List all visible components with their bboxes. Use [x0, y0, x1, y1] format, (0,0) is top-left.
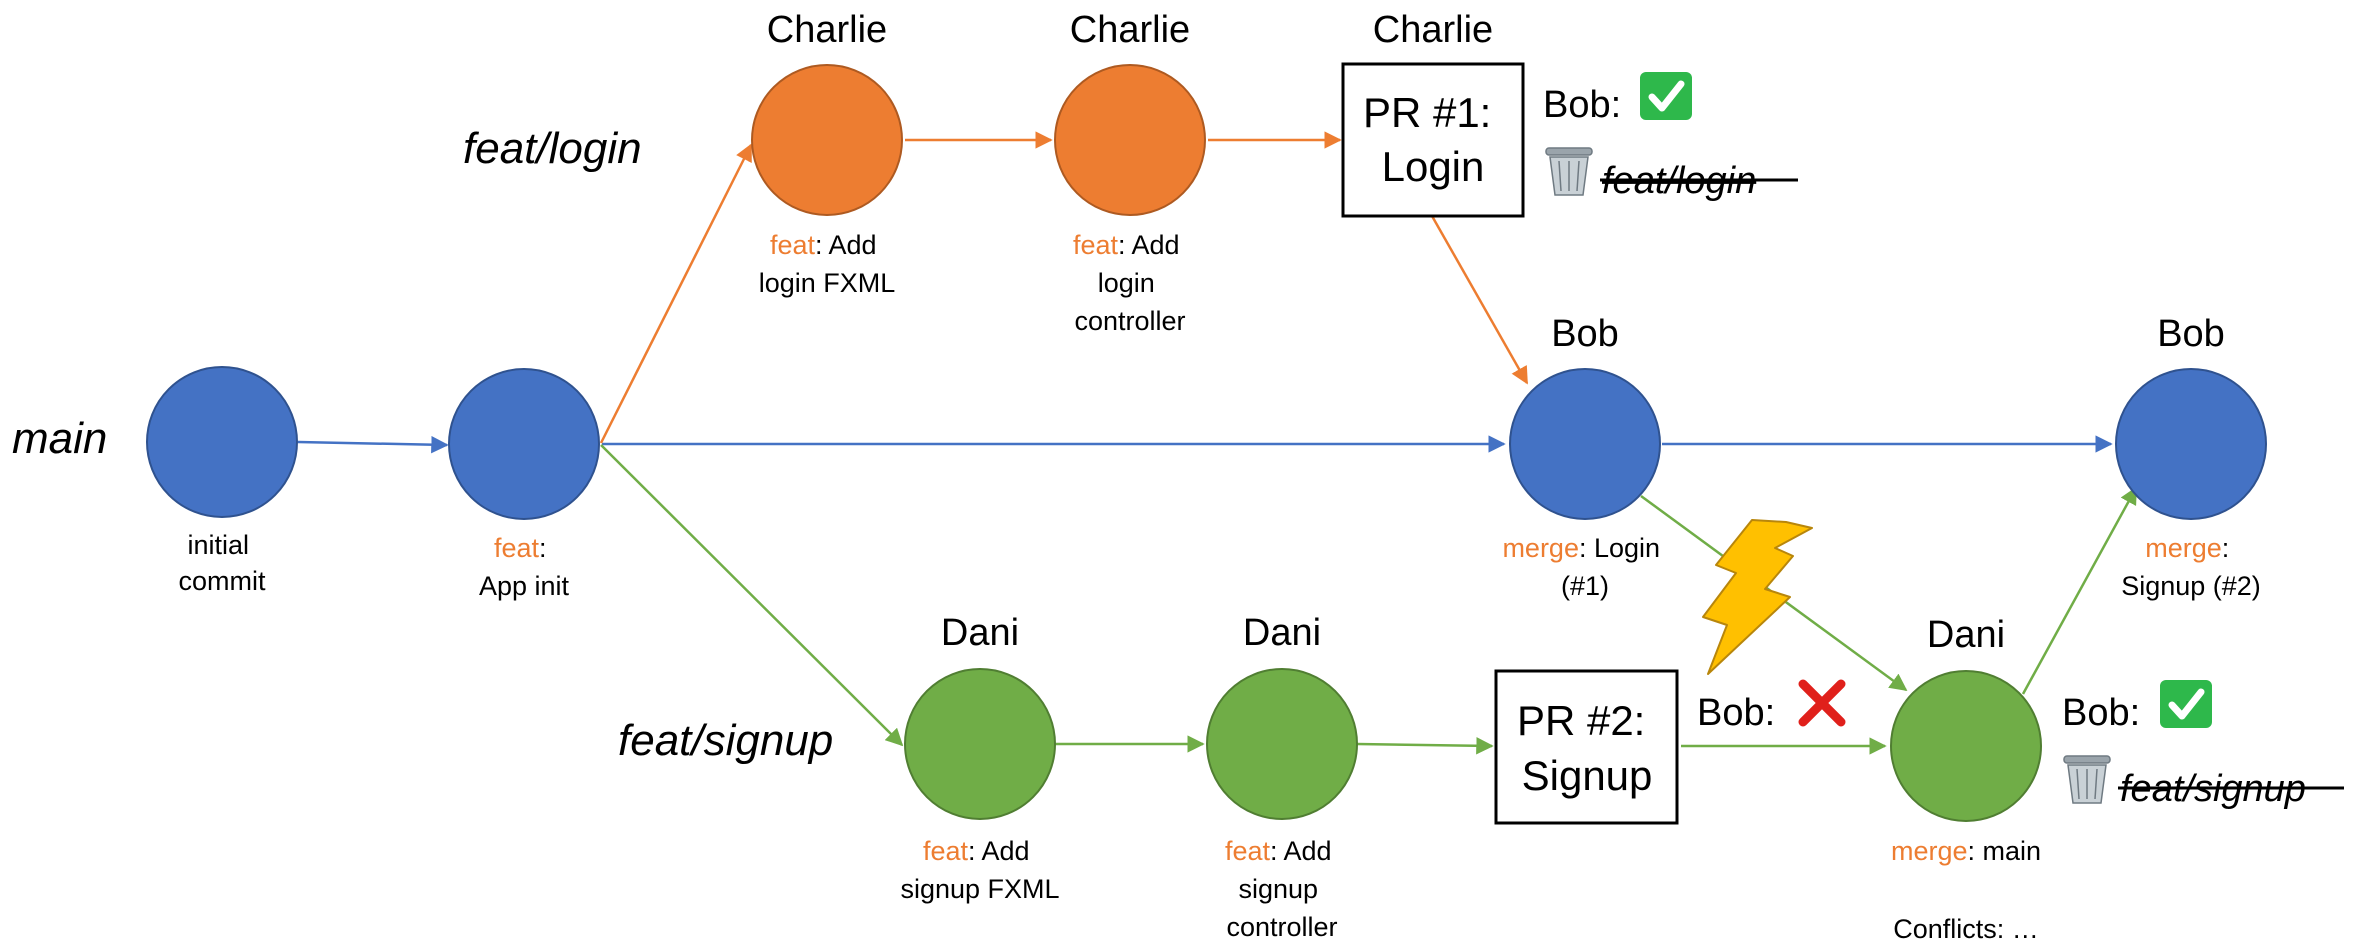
pr-author: Charlie	[1373, 9, 1493, 51]
check-icon	[2160, 680, 2212, 728]
commit-merge-main[interactable]: Dani merge: main Conflicts: …	[1890, 614, 2042, 943]
commit-merge-signup[interactable]: Bob merge: Signup (#2)	[2115, 313, 2267, 601]
edge-appinit-to-login-fxml	[599, 143, 753, 444]
commit-author: Charlie	[767, 9, 887, 51]
final-review: Bob: feat/signup	[2062, 680, 2344, 810]
commit-caption: initial commit	[179, 530, 266, 596]
commit-node[interactable]	[1206, 668, 1358, 820]
commit-caption: merge: main	[1891, 836, 2041, 866]
commit-author: Bob	[1551, 313, 1619, 355]
pull-request-1[interactable]: Charlie PR #1: Login	[1341, 9, 1525, 218]
edges	[297, 131, 2138, 755]
commit-merge-login[interactable]: Bob merge: Login (#1)	[1502, 313, 1667, 601]
pr2-review: Bob:	[1697, 679, 1846, 734]
commit-node[interactable]	[904, 668, 1056, 820]
pr-box[interactable]	[1494, 669, 1679, 825]
commit-caption: feat: Add signup FXML	[900, 836, 1059, 904]
review-label: Bob:	[2062, 692, 2140, 734]
pr1-review: Bob: feat/login	[1543, 72, 1798, 202]
edge-merge-main-to-merge-signup	[2021, 486, 2138, 695]
commit-signup-controller[interactable]: Dani feat: Add signup controller	[1206, 612, 1358, 942]
commit-caption: feat: App init	[479, 533, 570, 601]
review-label: Bob:	[1697, 692, 1775, 734]
trash-icon	[1545, 147, 1593, 196]
commit-caption: feat: Add signup controller	[1225, 836, 1339, 942]
commit-node[interactable]	[146, 366, 298, 518]
branch-label-feat-signup: feat/signup	[618, 716, 833, 765]
commit-caption: merge: Signup (#2)	[2121, 533, 2261, 601]
commit-author: Dani	[1927, 614, 2005, 656]
edge-initial-to-appinit	[297, 435, 449, 454]
commit-login-fxml[interactable]: Charlie feat: Add login FXML	[751, 9, 903, 298]
cross-icon	[1798, 679, 1846, 727]
commit-caption: feat: Add login controller	[1073, 230, 1187, 336]
commit-author: Bob	[2157, 313, 2225, 355]
pr-title: PR #2: Signup	[1517, 697, 1657, 799]
pull-request-2[interactable]: PR #2: Signup	[1494, 669, 1679, 825]
conflicts-note: Conflicts: …	[1893, 914, 2039, 943]
commit-signup-fxml[interactable]: Dani feat: Add signup FXML	[900, 612, 1059, 904]
commit-author: Charlie	[1070, 9, 1190, 51]
commit-author: Dani	[941, 612, 1019, 654]
trash-icon	[2063, 755, 2111, 804]
commit-caption: feat: Add login FXML	[759, 230, 896, 298]
pr-box[interactable]	[1341, 62, 1525, 218]
edge-pr1-to-merge-login	[1430, 215, 1529, 385]
commit-node[interactable]	[751, 64, 903, 216]
commit-node[interactable]	[1509, 368, 1661, 520]
commit-node[interactable]	[1890, 670, 2042, 822]
edge-appinit-to-signup-fxml	[600, 444, 904, 747]
branch-label-feat-login: feat/login	[463, 124, 642, 173]
commit-initial[interactable]: initial commit	[146, 366, 298, 596]
commit-app-init[interactable]: feat: App init	[448, 368, 600, 601]
edge-signup-controller-to-pr2	[1356, 737, 1494, 755]
commit-node[interactable]	[1054, 64, 1206, 216]
commit-node[interactable]	[448, 368, 600, 520]
lightning-icon	[1702, 519, 1813, 675]
commit-caption: merge: Login (#1)	[1502, 533, 1667, 601]
commit-node[interactable]	[2115, 368, 2267, 520]
check-icon	[1640, 72, 1692, 120]
commit-login-controller[interactable]: Charlie feat: Add login controller	[1054, 9, 1206, 336]
commit-author: Dani	[1243, 612, 1321, 654]
branch-label-main: main	[12, 414, 107, 463]
review-label: Bob:	[1543, 84, 1621, 126]
pr-title: PR #1: Login	[1363, 89, 1503, 190]
